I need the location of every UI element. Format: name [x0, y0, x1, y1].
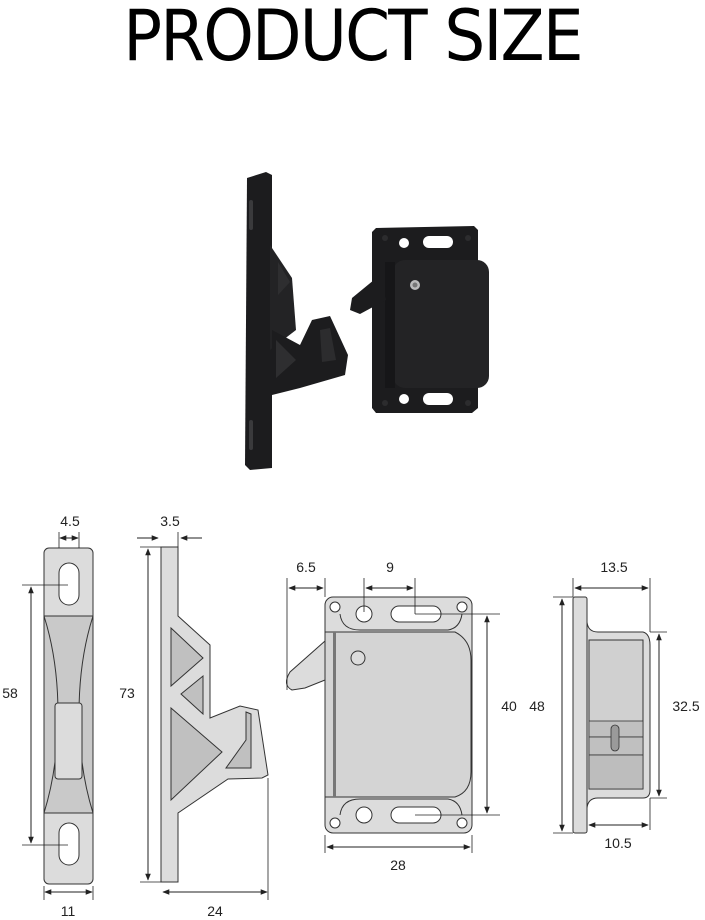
- dim-hole-spacing: 58: [2, 685, 18, 701]
- product-photo: [245, 172, 489, 470]
- dim-hook-offset: 6.5: [296, 559, 316, 575]
- dim-width: 28: [390, 857, 406, 873]
- latch-front-view: 6.5 9 40 28: [286, 559, 517, 873]
- dim-body-height: 32.5: [672, 698, 699, 714]
- dim-depth: 24: [207, 903, 223, 919]
- strike-plate-photo: [245, 172, 348, 470]
- dim-hole-spacing: 9: [386, 559, 394, 575]
- dim-length: 73: [119, 685, 135, 701]
- dim-height: 48: [529, 698, 545, 714]
- strike-side-view: 3.5 73 24: [119, 513, 269, 919]
- dim-hole-pitch: 40: [501, 698, 517, 714]
- dim-width: 11: [61, 903, 76, 919]
- dim-body-depth: 10.5: [604, 835, 631, 851]
- latch-body-photo: [350, 226, 489, 413]
- latch-side-view: 13.5 48 32.5 10.5: [529, 559, 700, 851]
- page-title: PRODUCT SIZE: [123, 0, 583, 77]
- dim-slot-width: 4.5: [60, 513, 80, 529]
- dim-plate-thickness: 3.5: [160, 513, 180, 529]
- strike-front-view: 4.5 58 11: [2, 513, 94, 919]
- dim-depth: 13.5: [600, 559, 627, 575]
